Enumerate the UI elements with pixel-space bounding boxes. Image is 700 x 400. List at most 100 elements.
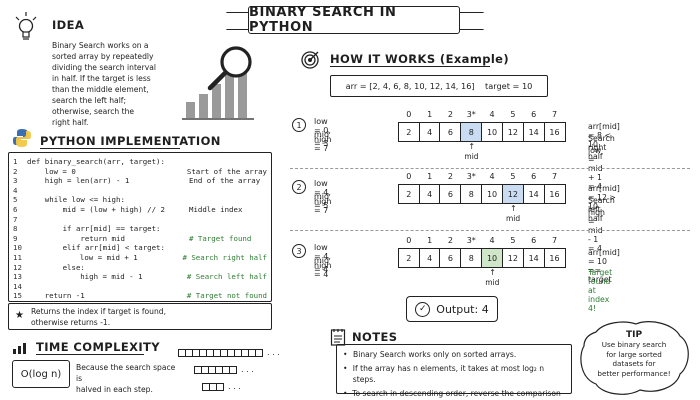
array-index: 1 bbox=[427, 172, 433, 181]
halving-row: . . . bbox=[194, 365, 280, 374]
array-index: 1 bbox=[427, 110, 433, 119]
idea-line: search the left half; bbox=[52, 96, 127, 105]
array-index: 2 bbox=[447, 172, 453, 181]
output-box: ✓ Output: 4 bbox=[406, 296, 498, 322]
code-line: 15 return -1 # Target not found bbox=[13, 291, 267, 301]
line-number: 6 bbox=[13, 204, 18, 214]
mid-arrow-icon: ↑ bbox=[489, 268, 496, 277]
heading-underline bbox=[36, 354, 144, 355]
note-item: •Binary Search works only on sorted arra… bbox=[343, 350, 517, 359]
line-number: 2 bbox=[13, 166, 18, 176]
tip-line: Use binary search bbox=[601, 340, 667, 349]
array-cell: 6 bbox=[439, 248, 462, 268]
step-direction: Search left half bbox=[588, 196, 615, 223]
code-line: 11 low = mid + 1 # Search right half bbox=[13, 253, 267, 263]
array-cell: 2 bbox=[397, 184, 420, 204]
code-line: 4 bbox=[13, 186, 267, 196]
code-note-text: Returns the index if target is found, ot… bbox=[31, 306, 166, 328]
idea-line: otherwise, search the bbox=[52, 107, 135, 116]
array-cell: 6 bbox=[439, 184, 462, 204]
array-index: 7 bbox=[551, 236, 558, 245]
array-cell: 4 bbox=[418, 184, 441, 204]
array-cell: 8 bbox=[460, 184, 483, 204]
code-text bbox=[27, 215, 189, 225]
line-number: 12 bbox=[13, 262, 22, 272]
array-index: 5 bbox=[510, 236, 516, 245]
code-comment: Start of the array bbox=[186, 166, 267, 176]
array-index: 3* bbox=[466, 172, 476, 181]
line-number: 14 bbox=[13, 281, 22, 291]
step-comparison: arr[mid] = 12 > 10 bbox=[588, 184, 620, 211]
step-state: low = 0, high = 7 bbox=[314, 117, 332, 153]
complexity-desc-line: Because the search space is bbox=[76, 363, 176, 383]
note-text: Binary Search works only on sorted array… bbox=[353, 350, 517, 359]
idea-text: Binary Search works on a sorted array by… bbox=[52, 40, 182, 128]
code-text: while low <= high: bbox=[27, 195, 125, 205]
step-number: 1 bbox=[292, 118, 306, 132]
array-index: 4 bbox=[489, 236, 495, 245]
array-cell: 16 bbox=[543, 122, 566, 142]
line-number: 11 bbox=[13, 252, 22, 262]
notes-heading: NOTES bbox=[352, 330, 398, 344]
step-mid: mid = 3 bbox=[314, 130, 330, 148]
code-comment: # Target found bbox=[189, 233, 252, 243]
array-index: 6 bbox=[531, 110, 537, 119]
line-number: 9 bbox=[13, 233, 18, 243]
star-icon: ★ bbox=[15, 310, 24, 321]
line-number: 3 bbox=[13, 176, 18, 186]
page-title: BINARY SEARCH IN PYTHON bbox=[248, 5, 460, 35]
code-text: if arr[mid] == target: bbox=[27, 224, 161, 234]
code-comment: End of the array bbox=[189, 176, 261, 186]
code-line: 9 return mid# Target found bbox=[13, 234, 267, 244]
array-cell: 10 bbox=[481, 184, 504, 204]
array-cell: 16 bbox=[543, 248, 566, 268]
heading-underline bbox=[40, 148, 180, 149]
code-note-box: ★ Returns the index if target is found, … bbox=[8, 303, 272, 330]
code-text: else: bbox=[27, 262, 85, 272]
step-comparison: arr[mid] = 10 == target bbox=[588, 248, 620, 284]
array-cell: 16 bbox=[543, 184, 566, 204]
code-text: low = mid + 1 bbox=[26, 252, 138, 262]
step-number: 2 bbox=[292, 180, 306, 194]
note-item: •To search in descending order, reverse … bbox=[343, 388, 565, 400]
array-index: 7 bbox=[551, 110, 558, 119]
ellipsis: . . . bbox=[228, 382, 241, 391]
array-cell: 4 bbox=[418, 122, 441, 142]
array-index: 6 bbox=[531, 172, 537, 181]
python-logo-icon bbox=[12, 128, 32, 152]
mid-label: mid bbox=[485, 278, 500, 287]
code-comment: # Search right half bbox=[182, 252, 267, 262]
array-index: 2 bbox=[447, 236, 453, 245]
array-index: 7 bbox=[551, 172, 558, 181]
code-text bbox=[27, 282, 189, 292]
code-line: 10 elif arr[mid] < target: bbox=[13, 243, 267, 253]
array-index: 1 bbox=[427, 236, 433, 245]
code-text: mid = (low + high) // 2 bbox=[27, 204, 165, 214]
code-line: 2 low = 0 Start of the array bbox=[13, 167, 267, 177]
line-number: 8 bbox=[13, 224, 18, 234]
note-text: To search in descending order, reverse t… bbox=[352, 389, 561, 398]
code-line: 7 bbox=[13, 215, 267, 225]
array-cell: 14 bbox=[522, 122, 545, 142]
ellipsis: . . . bbox=[267, 348, 280, 357]
array-cell: 12 bbox=[501, 184, 524, 204]
heading-underline bbox=[330, 66, 490, 67]
code-text: low = 0 bbox=[26, 166, 76, 176]
idea-heading: IDEA bbox=[52, 18, 85, 32]
step-divider bbox=[290, 168, 690, 169]
step-mid: mid = 4 bbox=[314, 256, 330, 274]
step-state: low = 4, high = 7 bbox=[314, 179, 332, 215]
target-icon bbox=[300, 50, 320, 74]
output-text: Output: 4 bbox=[436, 302, 489, 316]
step-number: 3 bbox=[292, 244, 306, 258]
array-index: 0 bbox=[406, 236, 412, 245]
line-number: 15 bbox=[13, 291, 22, 301]
code-text: return -1 bbox=[26, 291, 85, 301]
code-comment: # Target not found bbox=[186, 291, 267, 301]
complexity-heading: TIME COMPLEXITY bbox=[36, 340, 161, 354]
mid-arrow-icon: ↑ bbox=[510, 204, 517, 213]
